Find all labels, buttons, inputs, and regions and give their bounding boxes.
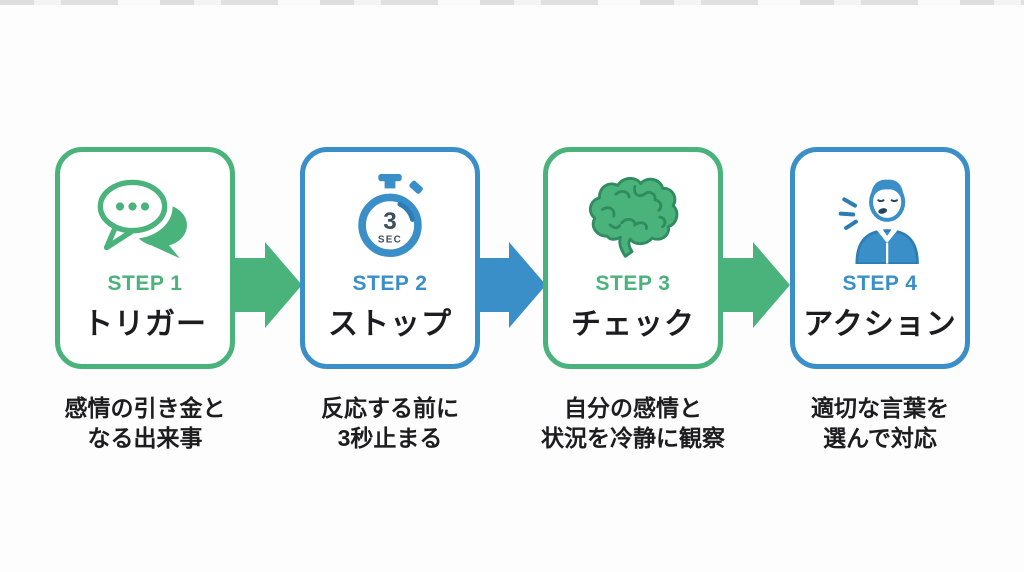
step-title: チェック xyxy=(571,308,695,341)
caption-line: なる出来事 xyxy=(87,425,203,451)
caption-line: 3秒止まる xyxy=(337,425,443,451)
step-label: STEP 2 xyxy=(352,272,428,295)
step-caption-1: 感情の引き金と なる出来事 xyxy=(5,393,285,453)
arrow-right-icon xyxy=(476,242,546,328)
speaking-person-icon xyxy=(830,166,930,272)
caption-line: 感情の引き金と xyxy=(64,395,226,421)
caption-line: 反応する前に xyxy=(321,395,459,421)
arrow-right-icon xyxy=(720,242,790,328)
step-card-1: STEP 1 トリガー xyxy=(55,147,235,369)
step-caption-4: 適切な言葉を 選んで対応 xyxy=(740,393,1020,453)
arrow-right-icon xyxy=(232,242,302,328)
step-title: ストップ xyxy=(328,308,452,341)
step-title: トリガー xyxy=(83,308,207,341)
step-card-2: 3 SEC STEP 2 ストップ xyxy=(300,147,480,369)
stopwatch-number: 3 xyxy=(383,208,397,235)
brain-icon xyxy=(585,166,681,272)
step-label: STEP 3 xyxy=(595,272,671,295)
stopwatch-icon: 3 SEC xyxy=(345,166,435,272)
chat-bubbles-icon xyxy=(95,166,195,272)
step-caption-2: 反応する前に 3秒止まる xyxy=(250,393,530,453)
step-label: STEP 4 xyxy=(842,272,918,295)
step-caption-3: 自分の感情と 状況を冷静に観察 xyxy=(493,393,773,453)
caption-line: 選んで対応 xyxy=(823,425,937,451)
caption-line: 適切な言葉を xyxy=(811,395,949,421)
step-label: STEP 1 xyxy=(107,272,183,295)
stopwatch-unit: SEC xyxy=(378,234,402,245)
caption-line: 自分の感情と xyxy=(564,395,702,421)
step-card-4: STEP 4 アクション xyxy=(790,147,970,369)
step-card-3: STEP 3 チェック xyxy=(543,147,723,369)
caption-line: 状況を冷静に観察 xyxy=(541,425,725,451)
step-title: アクション xyxy=(803,308,957,341)
video-edge-artifact xyxy=(0,0,1024,5)
